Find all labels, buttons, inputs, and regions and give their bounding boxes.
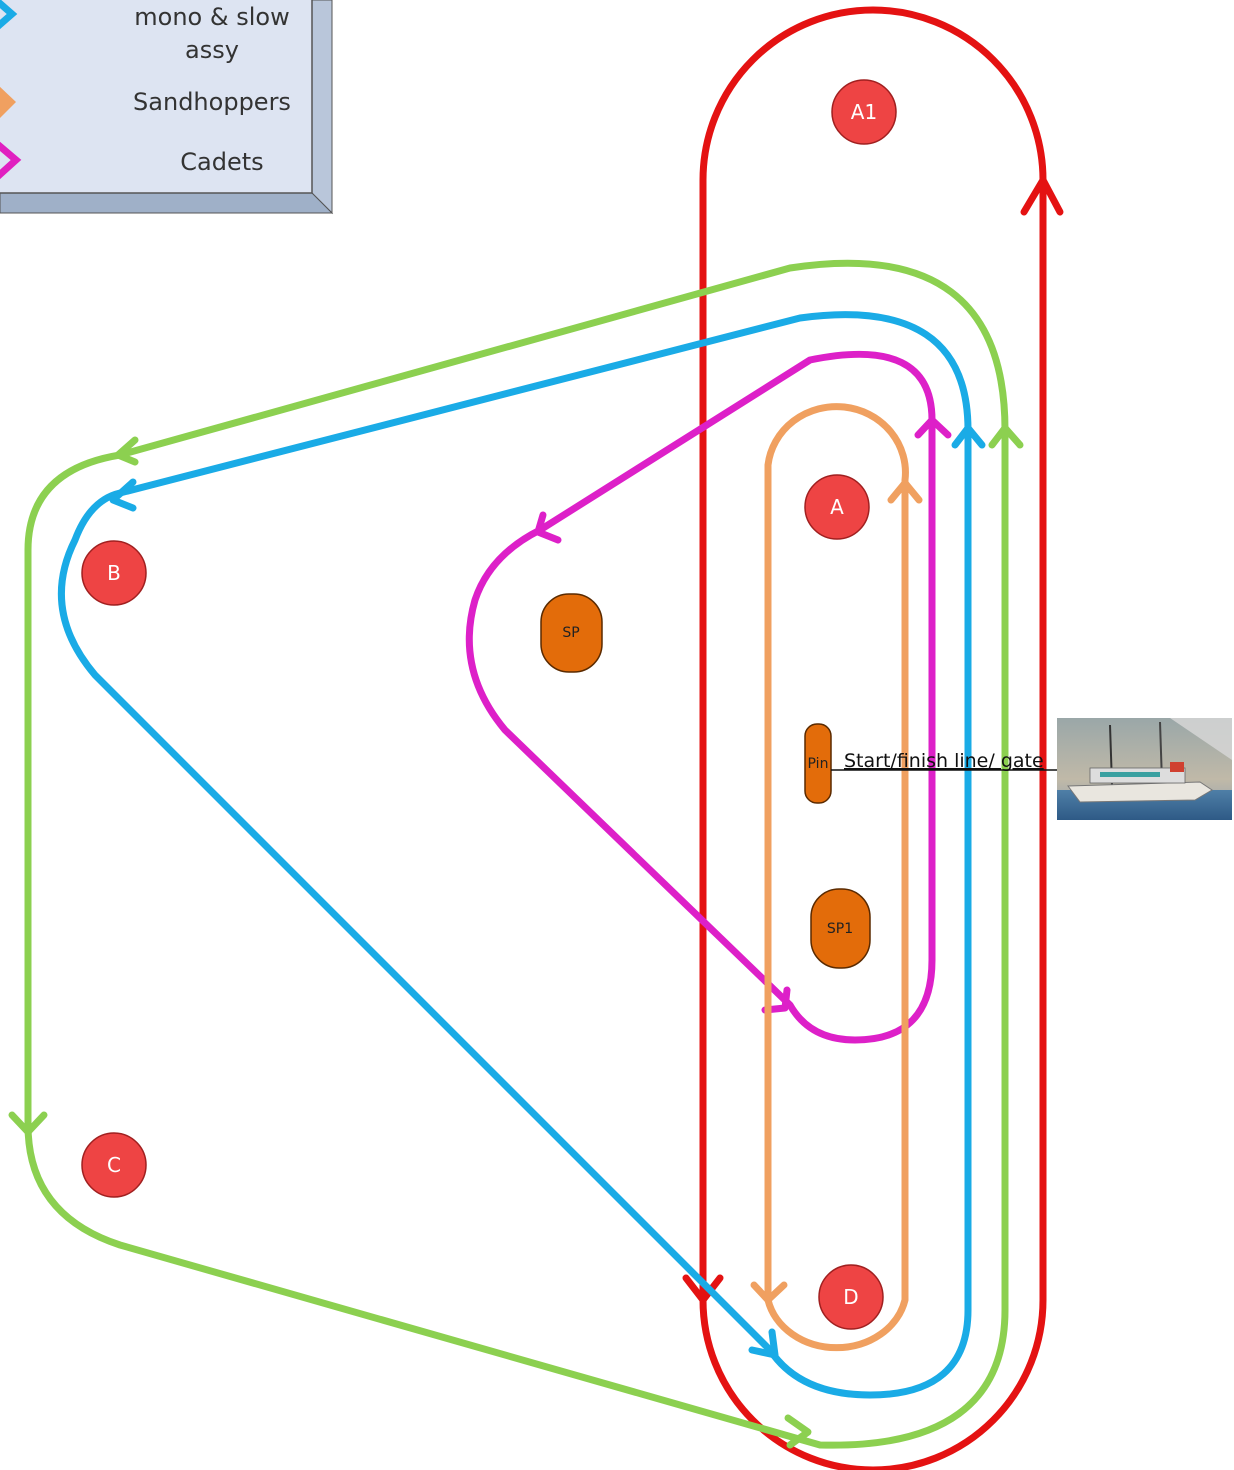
mark-c-buoy-icon: [81, 1132, 147, 1198]
buoy-sp: SP: [540, 593, 603, 673]
mark-a-buoy-icon: [804, 474, 870, 540]
legend-swatch-blue-icon: [0, 0, 18, 30]
legend-label-magenta: Cadets: [180, 148, 263, 176]
legend-swatch-orange-icon: [0, 86, 16, 118]
course-green-arrow-down-icon: [8, 1111, 48, 1136]
committee-boat-photo: [1057, 718, 1232, 820]
course-magenta-arrow-up-icon: [914, 416, 952, 439]
course-blue-arrow-up-icon: [951, 424, 986, 449]
mark-d-buoy-icon: [818, 1264, 884, 1330]
legend-bevel-bottom: [0, 192, 334, 214]
mark-b-buoy-icon: [81, 540, 147, 606]
course-blue: [57, 311, 972, 1399]
start-finish-label: Start/finish line/ gate: [844, 750, 1044, 772]
legend-label-orange: Sandhoppers: [133, 88, 291, 116]
course-green-arrow-left-icon: [114, 436, 139, 466]
buoy-sp-label: SP: [562, 625, 579, 641]
course-blue-arrow-downright-icon: [748, 1328, 779, 1359]
photo-cabin-window: [1100, 772, 1160, 777]
legend-panel: [0, 0, 313, 194]
course-blue-arrow-left-icon: [109, 478, 137, 512]
course-green-arrow-right-icon: [784, 1414, 812, 1449]
buoy-pin-label: Pin: [808, 756, 829, 772]
mark-a1-buoy-icon: [831, 79, 897, 145]
buoy-pin-icon: [804, 723, 832, 804]
course-magenta: [465, 350, 936, 1044]
photo-flag: [1170, 762, 1184, 772]
mark-a1: A1: [831, 79, 897, 145]
course-magenta-arrow-left-icon: [534, 511, 562, 544]
course-magenta-arrow-downright-icon: [761, 986, 791, 1014]
course-orange-arrow-down-icon: [750, 1281, 788, 1304]
buoy-sp1: SP1: [810, 888, 871, 969]
course-red-arrow-up-icon: [1020, 176, 1064, 216]
mark-b: B: [81, 540, 147, 606]
legend-swatch-magenta-icon: [0, 141, 22, 180]
mark-b-label: B: [107, 561, 121, 585]
buoy-sp1-label: SP1: [827, 921, 853, 937]
course-orange: [764, 403, 909, 1352]
mark-c-label: C: [107, 1153, 121, 1177]
photo-corner-banner: [1170, 718, 1232, 760]
mark-a1-label: A1: [851, 100, 877, 124]
course-green-arrow-up-icon: [988, 424, 1024, 449]
mark-d: D: [818, 1264, 884, 1330]
photo-hull: [1067, 781, 1213, 803]
legend-label-blue-line2: assy: [185, 36, 239, 64]
mark-a: A: [804, 474, 870, 540]
course-green: [24, 259, 1009, 1449]
buoy-sp-icon: [540, 593, 603, 673]
course-red-arrow-down-icon: [682, 1274, 724, 1304]
mark-d-label: D: [843, 1285, 858, 1309]
buoy-sp1-icon: [810, 888, 871, 969]
course-red: [699, 6, 1047, 1470]
mark-a-label: A: [830, 495, 844, 519]
legend: mono & slow assy Sandhoppers Cadets: [0, 0, 334, 215]
mark-c: C: [81, 1132, 147, 1198]
legend-label-blue-line1: mono & slow: [134, 3, 289, 31]
buoy-pin: Pin: [804, 723, 832, 804]
course-orange-arrow-up-icon: [887, 479, 923, 504]
legend-bevel-right: [311, 0, 333, 215]
